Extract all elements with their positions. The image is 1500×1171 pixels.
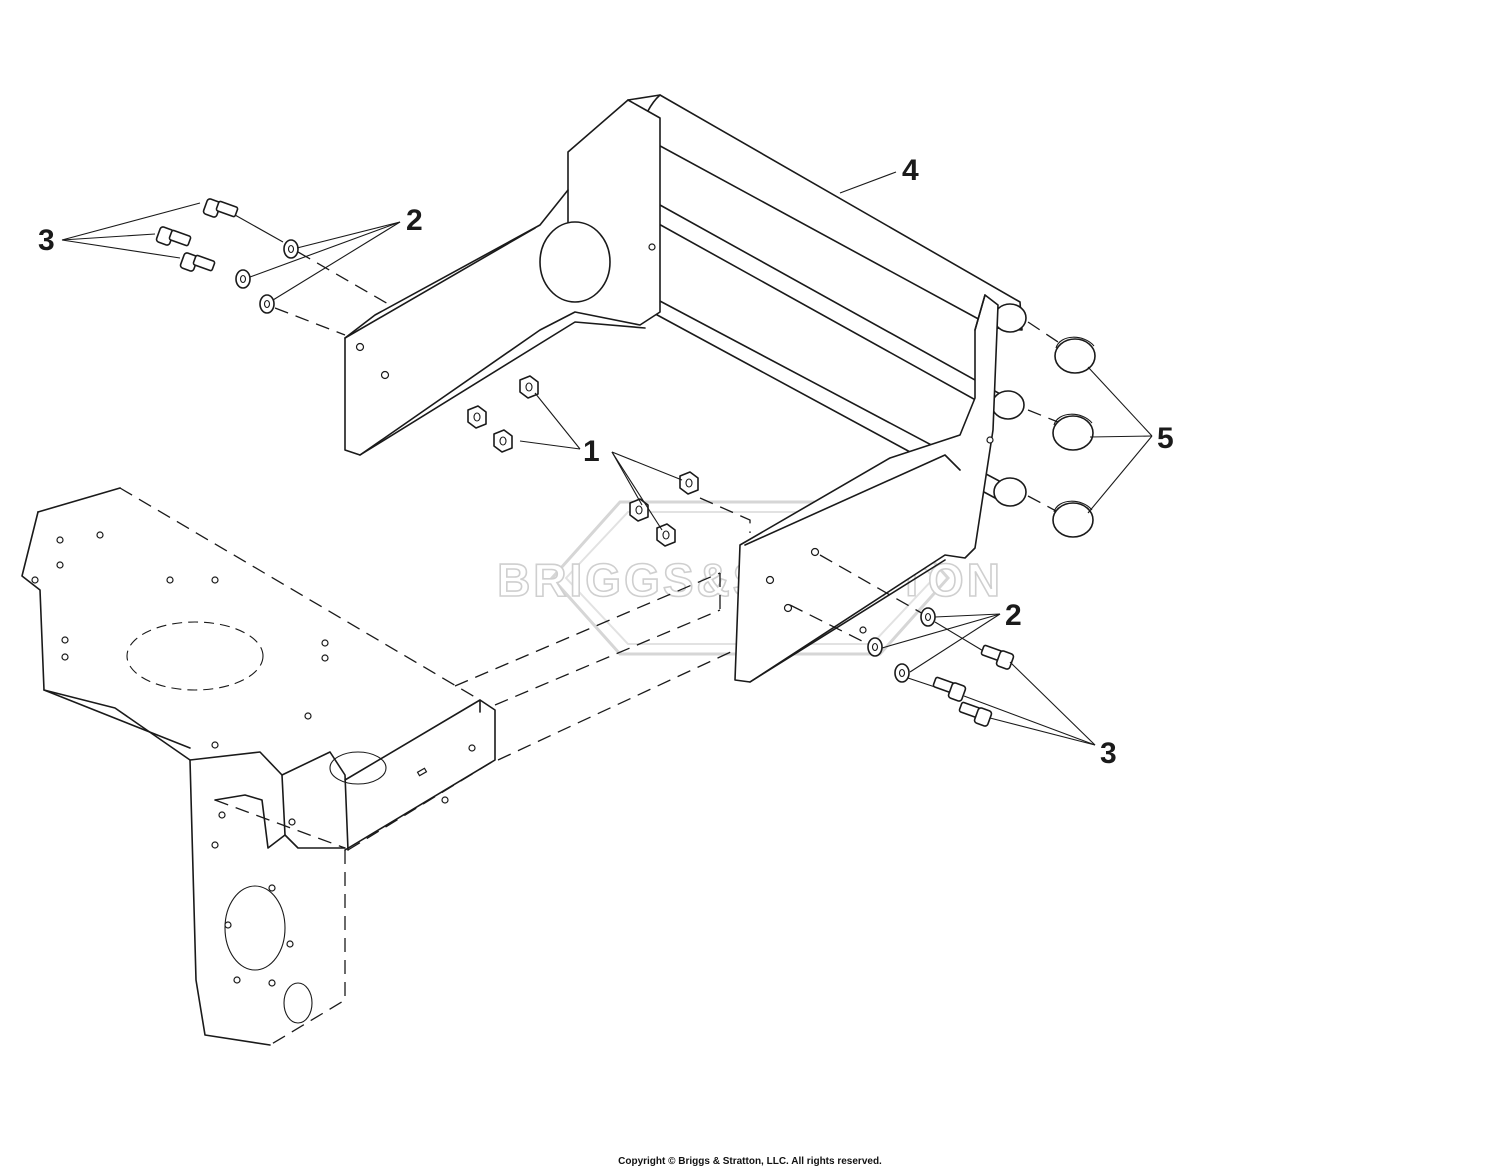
callout-3-left: 3: [38, 224, 55, 257]
washer: [235, 269, 251, 289]
upper-nuts: [467, 375, 539, 453]
nut: [629, 498, 649, 522]
leader-lines: [61, 171, 1153, 746]
callout-5: 5: [1157, 422, 1174, 455]
assembly-guide-lines: [454, 497, 751, 761]
bracket-assembly: [344, 94, 1027, 683]
end-caps: [1027, 321, 1096, 538]
end-cap: [1052, 500, 1094, 538]
callout-2-right: 2: [1005, 599, 1022, 632]
callout-1: 1: [583, 435, 600, 468]
left-hardware: [155, 198, 391, 336]
bolt: [179, 252, 216, 272]
nut: [679, 471, 699, 495]
right-hardware: [789, 554, 1015, 727]
main-frame: [21, 487, 496, 1046]
washer: [894, 663, 910, 683]
callout-3-right: 3: [1100, 737, 1117, 770]
copyright-notice: Copyright © Briggs & Stratton, LLC. All …: [618, 1156, 882, 1167]
bolt: [980, 644, 1015, 670]
nut: [493, 429, 513, 453]
washer: [283, 239, 299, 259]
lower-nuts: [629, 471, 699, 547]
bolt: [202, 198, 239, 218]
callouts: 3 2 4 1 5 2 3: [38, 154, 1174, 770]
bolt: [155, 226, 192, 247]
nut: [519, 375, 539, 399]
callout-2-left: 2: [406, 204, 423, 237]
washer: [867, 637, 883, 657]
end-cap: [1054, 336, 1096, 374]
callout-4: 4: [902, 154, 919, 187]
washer: [259, 294, 275, 314]
bolt: [932, 676, 967, 702]
washer: [920, 607, 936, 627]
end-cap: [1052, 413, 1094, 451]
bolt: [958, 701, 993, 727]
nut: [467, 405, 487, 429]
